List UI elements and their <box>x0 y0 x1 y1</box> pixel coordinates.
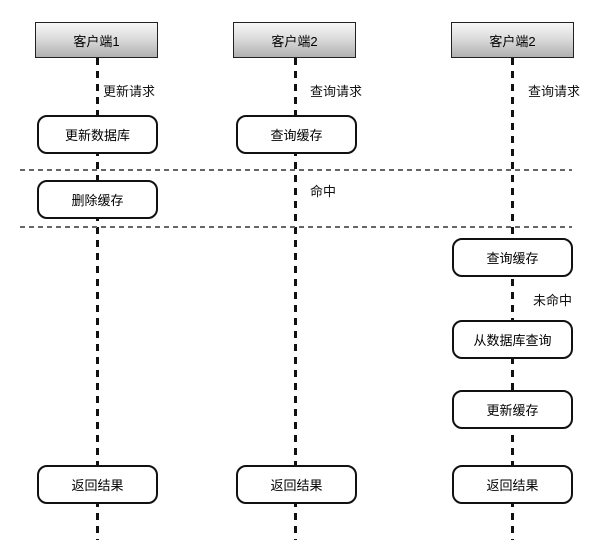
label-query-request-2: 查询请求 <box>310 84 363 99</box>
actor-header-client3: 客户端2 <box>451 22 574 58</box>
actor-header-client1: 客户端1 <box>35 22 158 58</box>
label-cache-hit: 命中 <box>310 184 337 199</box>
actor-header-client2: 客户端2 <box>233 22 356 58</box>
box-query-from-database: 从数据库查询 <box>452 320 573 359</box>
box-return-result-2: 返回结果 <box>236 465 357 504</box>
box-update-database: 更新数据库 <box>37 115 158 154</box>
box-return-result-3: 返回结果 <box>452 465 573 504</box>
lifeline-client1 <box>96 58 99 540</box>
label-cache-miss: 未命中 <box>533 293 573 308</box>
phase-divider-1 <box>20 169 572 171</box>
box-update-cache: 更新缓存 <box>452 390 573 429</box>
box-query-cache-2: 查询缓存 <box>236 115 357 154</box>
box-query-cache-3: 查询缓存 <box>452 238 573 277</box>
box-delete-cache: 删除缓存 <box>37 180 158 219</box>
lifeline-client2 <box>294 58 297 540</box>
label-query-request-3: 查询请求 <box>528 84 581 99</box>
label-update-request: 更新请求 <box>103 84 156 99</box>
box-return-result-1: 返回结果 <box>37 465 158 504</box>
lifeline-client3 <box>511 58 514 540</box>
phase-divider-2 <box>20 226 572 228</box>
